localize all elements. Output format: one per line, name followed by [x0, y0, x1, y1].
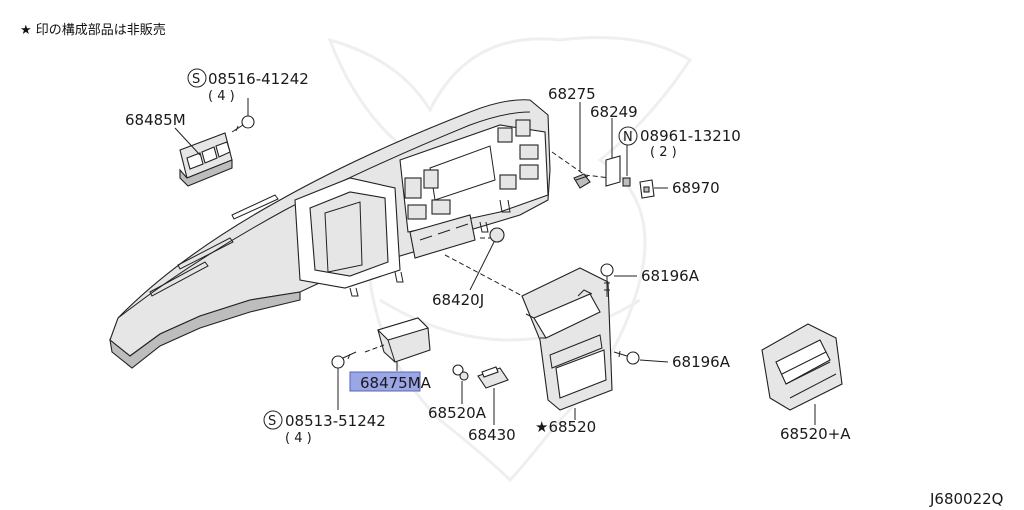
n-symbol-text: N [623, 130, 633, 145]
leader-68475MA-dash [364, 344, 385, 353]
label-68520plusA: 68520+A [780, 425, 851, 443]
part-68430 [477, 366, 509, 389]
screw-08513 [331, 351, 357, 369]
part-68475MA [376, 317, 431, 363]
leader-68196A-mid [639, 359, 669, 363]
screw-68196A-mid [613, 350, 640, 365]
leader-68485M [174, 127, 201, 156]
instrument-panel [109, 99, 551, 369]
label-08513-qty: ( 4 ) [285, 431, 312, 446]
label-68485M: 68485M [125, 111, 186, 129]
non-sale-note: ★ 印の構成部品は非販売 [20, 22, 166, 38]
label-08961: 08961-13210 [640, 127, 741, 145]
label-68430: 68430 [468, 426, 516, 444]
label-68970: 68970 [672, 179, 720, 197]
label-68196A-top: 68196A [641, 267, 700, 285]
part-68275 [573, 173, 591, 189]
s-symbol-top-text: S [192, 72, 200, 87]
label-68420J: 68420J [432, 291, 484, 309]
s-symbol-top [187, 68, 207, 88]
diagram-code: J680022Q [929, 490, 1004, 508]
s-symbol-bottom [263, 410, 283, 430]
label-68196A-mid: 68196A [672, 353, 731, 371]
leader-68420J-label [469, 241, 495, 291]
label-68275: 68275 [548, 85, 596, 103]
n-symbol [618, 126, 638, 146]
s-symbol-bottom-text: S [268, 414, 276, 429]
screw-08516 [231, 115, 255, 133]
screw-68196A-top [600, 263, 614, 297]
part-68249 [605, 155, 621, 187]
label-68520: ★68520 [535, 418, 596, 436]
part-68520plusA [761, 323, 843, 411]
label-08516-qty: ( 4 ) [208, 89, 235, 104]
label-68475MA[interactable]: 68475MA [360, 374, 432, 392]
cluster-switch [404, 177, 422, 199]
label-68249: 68249 [590, 103, 638, 121]
part-68520 [521, 267, 613, 411]
part-68420J [489, 227, 505, 243]
label-08961-qty: ( 2 ) [650, 145, 677, 160]
clip-08961 [622, 177, 631, 187]
label-68520A: 68520A [428, 404, 487, 422]
label-08513: 08513-51242 [285, 412, 386, 430]
part-68485M [179, 132, 233, 187]
part-68520A [452, 364, 469, 381]
part-68970 [639, 179, 655, 199]
leader-68275 [551, 151, 611, 179]
label-08516: 08516-41242 [208, 70, 309, 88]
leader-68520 [444, 254, 531, 301]
highlight-box-68475MA [349, 371, 421, 392]
